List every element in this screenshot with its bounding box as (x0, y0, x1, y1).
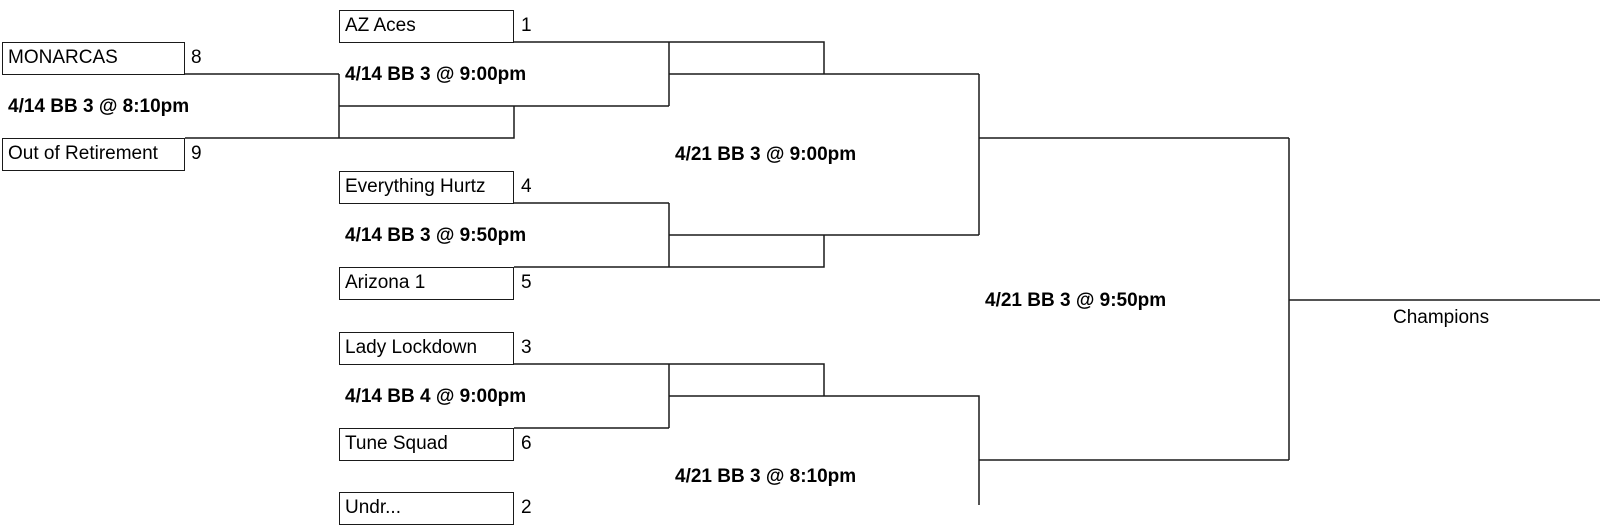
team-box-az-aces: AZ Aces (339, 10, 514, 43)
game-label-r1-c: 4/14 BB 4 @ 9:00pm (345, 386, 527, 407)
team-name: AZ Aces (345, 15, 416, 36)
connector-lockdown-game (514, 363, 670, 429)
connector-aces-game (339, 41, 670, 139)
game-label-semifinal-2: 4/21 BB 3 @ 8:10pm (675, 466, 857, 487)
team-name: Everything Hurtz (345, 176, 486, 197)
team-seed: 8 (191, 47, 202, 68)
game-label-final: 4/21 BB 3 @ 9:50pm (985, 290, 1167, 311)
team-seed: 2 (521, 497, 532, 518)
team-seed: 6 (521, 433, 532, 454)
connector-final (979, 137, 1290, 461)
team-seed: 1 (521, 15, 532, 36)
bracket-lines (185, 41, 1600, 505)
team-name: Out of Retirement (8, 143, 158, 164)
team-box-everything-hurtz: Everything Hurtz (339, 171, 514, 204)
team-name: Tune Squad (345, 433, 448, 454)
team-box-monarcas: MONARCAS (2, 42, 185, 75)
team-name: Undr... (345, 497, 401, 518)
team-seed: 9 (191, 143, 202, 164)
connector-semifinal-1 (669, 41, 980, 268)
game-label-r1-a: 4/14 BB 3 @ 9:00pm (345, 64, 527, 85)
champion-label: Champions (1393, 307, 1490, 328)
connector-play-in (185, 73, 340, 139)
game-label-r1-b: 4/14 BB 3 @ 9:50pm (345, 225, 527, 246)
team-box-undr: Undr... (339, 492, 514, 525)
team-seed: 4 (521, 176, 532, 197)
team-seed: 5 (521, 272, 532, 293)
team-box-lady-lockdown: Lady Lockdown (339, 332, 514, 365)
game-label-play-in: 4/14 BB 3 @ 8:10pm (8, 96, 190, 117)
team-box-arizona-1: Arizona 1 (339, 267, 514, 300)
connector-semifinal-2 (669, 363, 980, 505)
connector-hurtz-game (514, 202, 670, 268)
team-box-out-of-retirement: Out of Retirement (2, 138, 185, 171)
team-seed: 3 (521, 337, 532, 358)
team-box-tune-squad: Tune Squad (339, 428, 514, 461)
team-name: Lady Lockdown (345, 337, 478, 358)
team-name: MONARCAS (8, 47, 118, 68)
game-label-semifinal-1: 4/21 BB 3 @ 9:00pm (675, 144, 857, 165)
team-name: Arizona 1 (345, 272, 426, 293)
